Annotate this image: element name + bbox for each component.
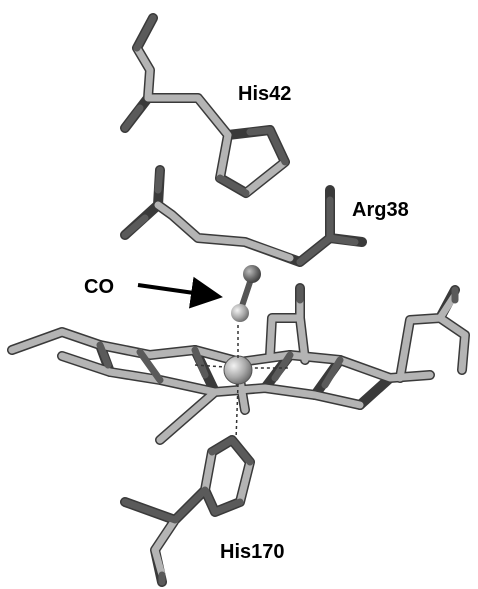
heme-dashed-bonds [194,364,290,369]
oxygen-atom [243,265,261,283]
carbon-atom [231,304,249,322]
heme-macrocycle [7,283,470,445]
his170-residue [120,383,255,587]
co-ligand [231,265,261,358]
arg38-label: Arg38 [352,199,409,221]
iron-atom [223,355,253,385]
his42-label: His42 [238,83,291,105]
co-label: CO [84,276,114,298]
arg38-residue [120,165,367,267]
his42-residue [120,13,290,198]
co-pointer-arrow [137,276,223,309]
his170-label: His170 [220,541,285,563]
